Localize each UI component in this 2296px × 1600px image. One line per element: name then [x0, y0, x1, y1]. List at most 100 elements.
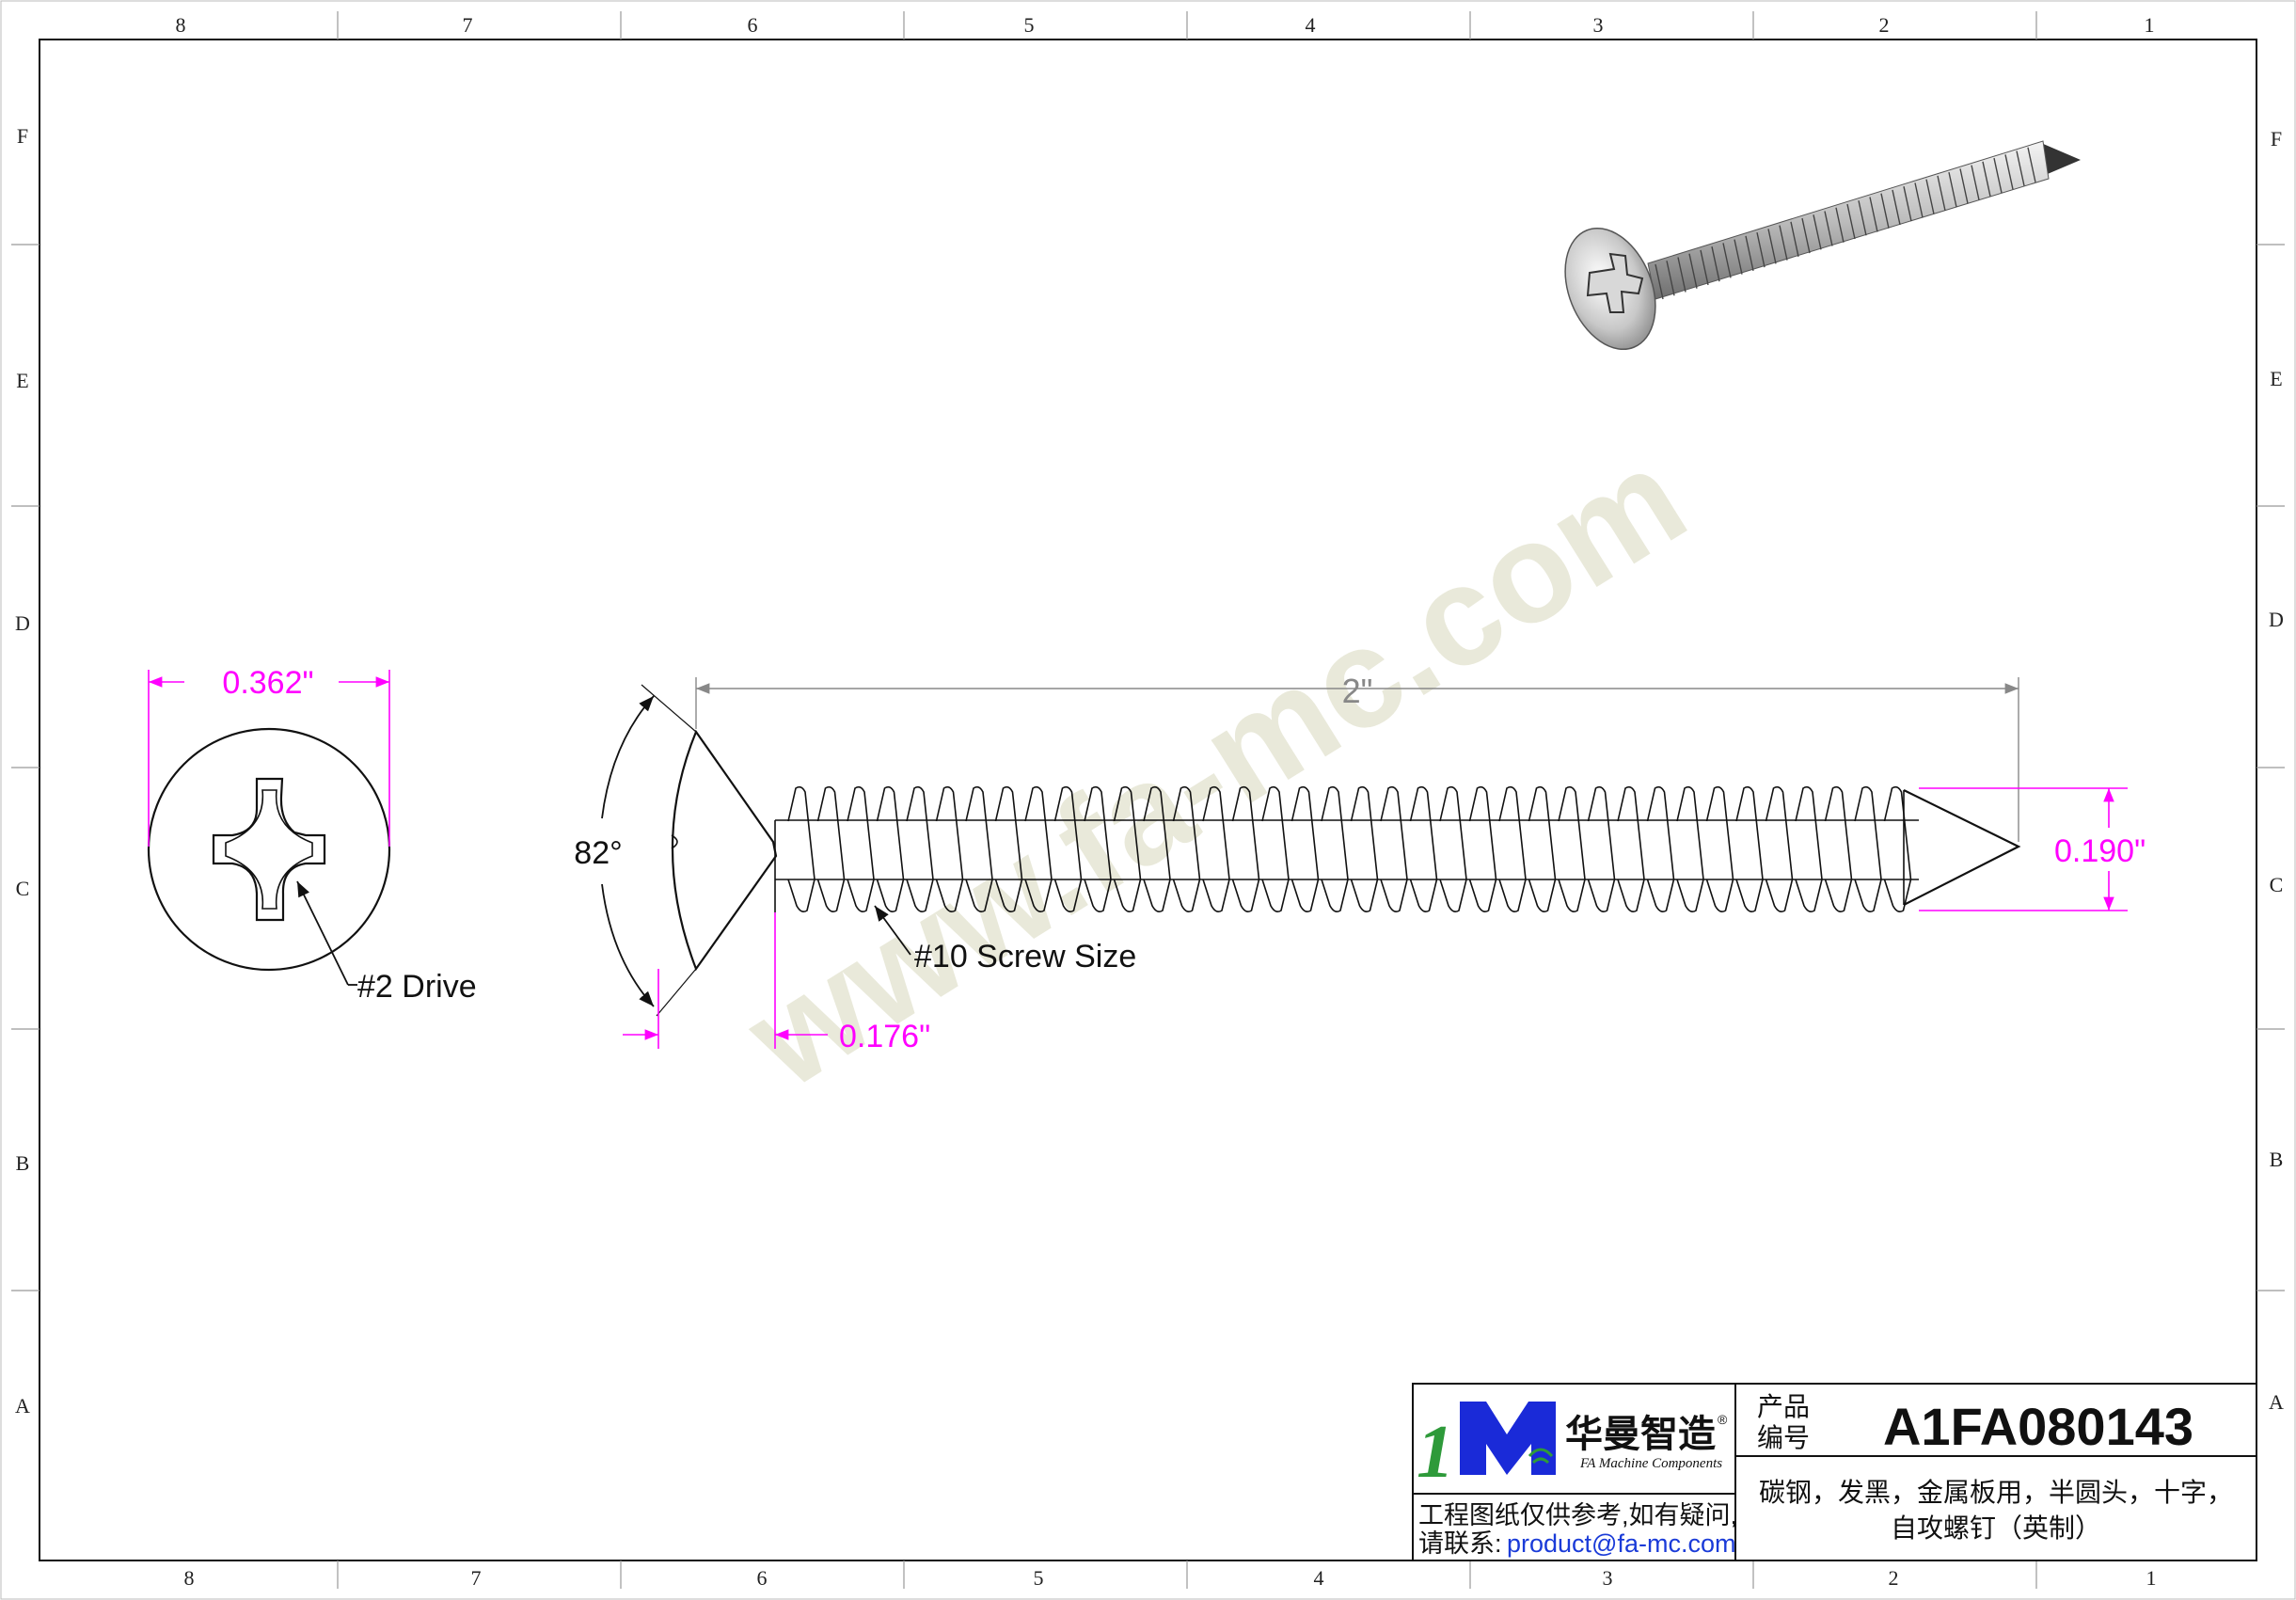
- zone-row-labels-right: F E D C B A: [2269, 127, 2284, 1414]
- zone-col-7-bottom: 7: [471, 1566, 482, 1590]
- thread-crest: [1587, 785, 1616, 912]
- dim-head-angle: 82°: [574, 835, 622, 871]
- thread-crest: [1202, 785, 1230, 912]
- head-recess-profile: [671, 834, 678, 849]
- thread-crest: [1617, 785, 1645, 912]
- zone-col-8-bottom: 8: [184, 1566, 195, 1590]
- iso-phillips-recess: [1586, 252, 1644, 313]
- zone-col-3-bottom: 3: [1603, 1566, 1613, 1590]
- product-no-label-line1: 产品: [1757, 1392, 1810, 1421]
- brand-registered: ®: [1718, 1412, 1728, 1427]
- angle-arc-bottom: [601, 883, 655, 1007]
- thread-crest: [1765, 785, 1794, 912]
- iso-thread-line: [1677, 257, 1686, 293]
- zone-col-7: 7: [463, 13, 473, 37]
- zone-col-6: 6: [748, 13, 758, 37]
- zone-row-f: F: [17, 124, 28, 148]
- iso-thread-line: [1688, 253, 1698, 289]
- zone-row-a-right: A: [2269, 1390, 2284, 1414]
- iso-thread-line: [1880, 193, 1890, 229]
- thread-crest: [1795, 785, 1823, 912]
- iso-screw-shank: [1647, 140, 2050, 300]
- sheet-frame: [39, 39, 2257, 1561]
- thread-crest: [1143, 785, 1171, 912]
- iso-thread-line: [1824, 211, 1833, 246]
- iso-thread-line: [1756, 231, 1766, 268]
- thread-crest: [1053, 785, 1083, 912]
- zone-row-d-right: D: [2269, 608, 2284, 631]
- side-view: 2" 82° 0.176" 0.190" #10 Screw Size: [574, 672, 2146, 1054]
- iso-thread-line: [1711, 246, 1720, 282]
- logo-m-shape: [1460, 1402, 1556, 1475]
- contact-email-link[interactable]: product@fa-mc.com: [1507, 1529, 1735, 1558]
- head-outline: [147, 727, 391, 972]
- phillips-recess-outline: [212, 777, 326, 922]
- iso-thread-line: [1914, 182, 1924, 218]
- thread-profile: [787, 785, 1912, 912]
- iso-thread-line: [1835, 207, 1845, 243]
- thread-crest: [1468, 785, 1497, 912]
- title-block: 1 华曼智造 ® FA Machine Components 产品 编号 A1F…: [1412, 1383, 2257, 1561]
- thread-crest: [1084, 785, 1112, 912]
- dim-head-diameter: 0.362": [222, 665, 313, 701]
- front-view: 0.362" #2 Drive: [147, 665, 477, 1005]
- iso-thread-line: [1790, 221, 1799, 257]
- product-no-label-line2: 编号: [1757, 1423, 1810, 1452]
- zone-row-a: A: [15, 1394, 30, 1418]
- zone-col-5-bottom: 5: [1034, 1566, 1044, 1590]
- iso-thread-line: [1655, 263, 1664, 300]
- iso-thread-line: [2016, 150, 2025, 186]
- zone-row-c: C: [16, 877, 30, 900]
- thread-crest: [1646, 785, 1675, 912]
- thread-crest: [1498, 785, 1527, 912]
- thread-crest: [994, 785, 1023, 912]
- iso-thread-line: [1959, 168, 1969, 204]
- zone-col-1: 1: [2145, 13, 2155, 37]
- angle-ext-bottom: [656, 968, 697, 1017]
- iso-thread-line: [1779, 225, 1788, 261]
- product-number: A1FA080143: [1883, 1397, 2193, 1456]
- thread-crest: [1735, 785, 1764, 912]
- thread-crest: [965, 785, 993, 912]
- thread-crest: [1380, 785, 1408, 912]
- zone-row-labels-left: F E D C B A: [15, 124, 30, 1418]
- iso-thread-line: [1982, 161, 1991, 197]
- iso-thread-line: [2004, 154, 2014, 190]
- thread-crest: [1409, 785, 1438, 912]
- disclaimer-line: 工程图纸仅供参考,如有疑问,: [1418, 1501, 1737, 1529]
- zone-row-d: D: [15, 611, 30, 635]
- thread-crest: [1558, 785, 1586, 912]
- zone-col-4: 4: [1306, 13, 1316, 37]
- iso-thread-line: [1734, 239, 1743, 275]
- thread-crest: [1024, 785, 1053, 912]
- thread-crest: [787, 785, 815, 912]
- company-logo: 1 华曼智造 ® FA Machine Components: [1417, 1402, 1728, 1494]
- zone-col-6-bottom: 6: [757, 1566, 768, 1590]
- oval-head-profile: [671, 729, 778, 972]
- thread-crest: [847, 785, 875, 912]
- thread-crest: [906, 785, 934, 912]
- zone-row-c-right: C: [2270, 873, 2284, 896]
- thread-crest: [1676, 785, 1704, 912]
- iso-thread-line: [1813, 214, 1822, 250]
- zone-row-b: B: [16, 1151, 30, 1175]
- thread-crest: [1291, 785, 1320, 912]
- screw-size-note: #10 Screw Size: [914, 939, 1136, 974]
- iso-thread-line: [1925, 179, 1935, 214]
- screw-tip: [1903, 789, 2021, 906]
- contact-label: 请联系:: [1418, 1529, 1502, 1558]
- dim-length: 2": [1342, 672, 1373, 710]
- brand-name-en: FA Machine Components: [1579, 1456, 1722, 1471]
- zone-row-b-right: B: [2270, 1148, 2284, 1171]
- thread-crest: [1854, 785, 1882, 912]
- watermark: www.fa-mc.com: [720, 418, 1711, 1118]
- iso-thread-line: [1722, 243, 1732, 278]
- thread-crest: [935, 785, 964, 912]
- thread-crest: [1705, 785, 1734, 912]
- zone-col-4-bottom: 4: [1314, 1566, 1324, 1590]
- thread-crest: [1172, 785, 1201, 912]
- zone-col-8: 8: [176, 13, 186, 37]
- iso-thread-line: [1937, 175, 1946, 212]
- angle-ext-top: [641, 684, 697, 733]
